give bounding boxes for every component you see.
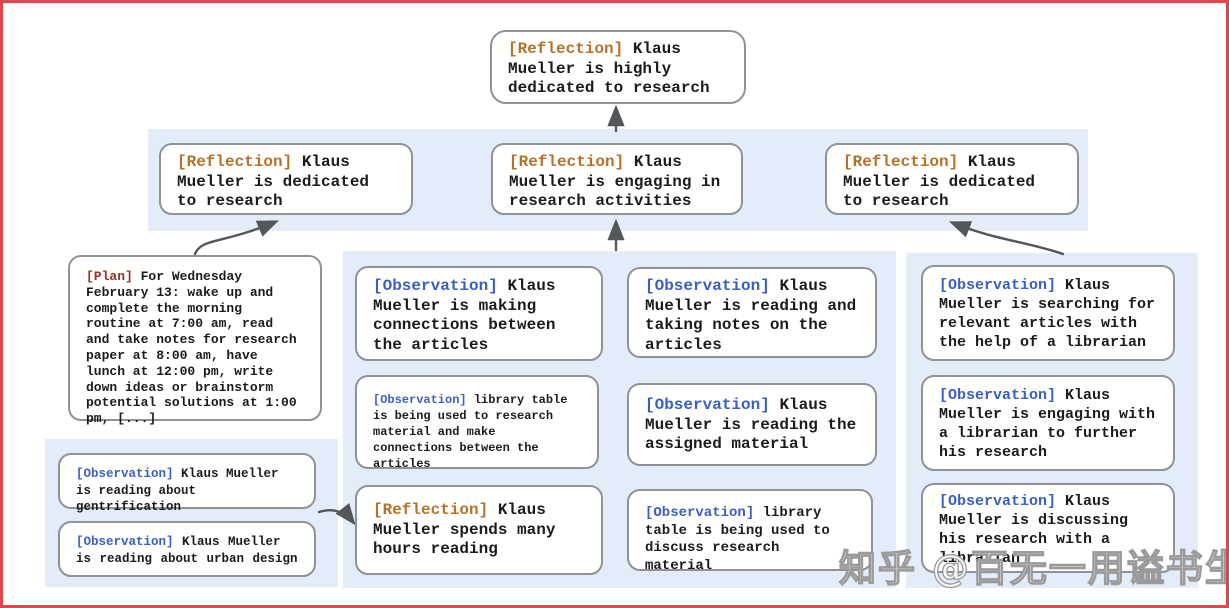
memory-node-reflection-center: [Reflection] Klaus Mueller is engaging i… <box>491 143 743 215</box>
node-text: Klaus Mueller is making connections betw… <box>373 277 556 354</box>
node-text: Klaus Mueller is reading about urban des… <box>76 535 298 566</box>
node-text: Klaus Mueller is discussing his research… <box>939 493 1129 567</box>
observation-tag: [Observation] <box>939 493 1057 510</box>
node-text: library table is being used to research … <box>373 393 568 471</box>
node-text: Klaus Mueller is highly dedicated to res… <box>508 40 710 97</box>
memory-node-obs-assigned-material: [Observation] Klaus Mueller is reading t… <box>627 383 877 466</box>
plan-tag: [Plan] <box>86 269 133 284</box>
reflection-tag: [Reflection] <box>177 153 293 171</box>
memory-node-reflection-right: [Reflection] Klaus Mueller is dedicated … <box>825 143 1079 215</box>
node-text: Klaus Mueller is dedicated to research <box>843 153 1036 210</box>
memory-node-top-reflection: [Reflection] Klaus Mueller is highly ded… <box>490 30 746 104</box>
observation-tag: [Observation] <box>645 396 770 414</box>
reflection-tag: [Reflection] <box>843 153 959 171</box>
zhihu-watermark: 知乎 @百无一用谥书生 <box>838 546 1229 590</box>
observation-tag: [Observation] <box>76 467 174 481</box>
node-text: Klaus Mueller is dedicated to research <box>177 153 370 210</box>
memory-node-obs-library-discuss: [Observation] library table is being use… <box>627 489 873 574</box>
node-text: For Wednesday February 13: wake up and c… <box>86 269 297 427</box>
observation-tag: [Observation] <box>939 277 1057 294</box>
memory-node-reflection-hours-reading: [Reflection] Klaus Mueller spends many h… <box>355 485 603 575</box>
memory-node-obs-making-connections: [Observation] Klaus Mueller is making co… <box>355 266 603 361</box>
observation-tag: [Observation] <box>645 277 770 295</box>
node-text: Klaus Mueller is engaging with a librari… <box>939 387 1156 461</box>
node-text: Klaus Mueller spends many hours reading <box>373 501 556 558</box>
memory-node-obs-taking-notes: [Observation] Klaus Mueller is reading a… <box>627 267 877 358</box>
observation-tag: [Observation] <box>373 393 467 407</box>
observation-tag: [Observation] <box>76 535 174 549</box>
memory-node-plan: [Plan] For Wednesday February 13: wake u… <box>68 255 322 426</box>
node-text: Klaus Mueller is reading and taking note… <box>645 277 857 354</box>
node-text: Klaus Mueller is reading about gentrific… <box>76 467 279 514</box>
node-text: library table is being used to discuss r… <box>645 505 830 574</box>
memory-node-obs-urban-design: [Observation] Klaus Mueller is reading a… <box>58 521 316 577</box>
memory-node-obs-discussing-librarian: [Observation] Klaus Mueller is discussin… <box>921 483 1175 573</box>
reflection-tag: [Reflection] <box>508 40 624 58</box>
observation-tag: [Observation] <box>373 277 498 295</box>
observation-tag: [Observation] <box>645 505 755 521</box>
node-text: Klaus Mueller is engaging in research ac… <box>509 153 721 210</box>
memory-node-obs-engaging-librarian: [Observation] Klaus Mueller is engaging … <box>921 375 1175 471</box>
memory-node-obs-library-research: [Observation] library table is being use… <box>355 375 599 471</box>
reflection-tag: [Reflection] <box>373 501 489 519</box>
memory-node-obs-gentrification: [Observation] Klaus Mueller is reading a… <box>58 453 316 514</box>
node-text: Klaus Mueller is searching for relevant … <box>939 277 1156 351</box>
reflection-tag: [Reflection] <box>509 153 625 171</box>
observation-tag: [Observation] <box>939 387 1057 404</box>
node-text: Klaus Mueller is reading the assigned ma… <box>645 396 857 453</box>
memory-node-obs-searching-articles: [Observation] Klaus Mueller is searching… <box>921 265 1175 361</box>
memory-node-reflection-left: [Reflection] Klaus Mueller is dedicated … <box>159 143 413 215</box>
